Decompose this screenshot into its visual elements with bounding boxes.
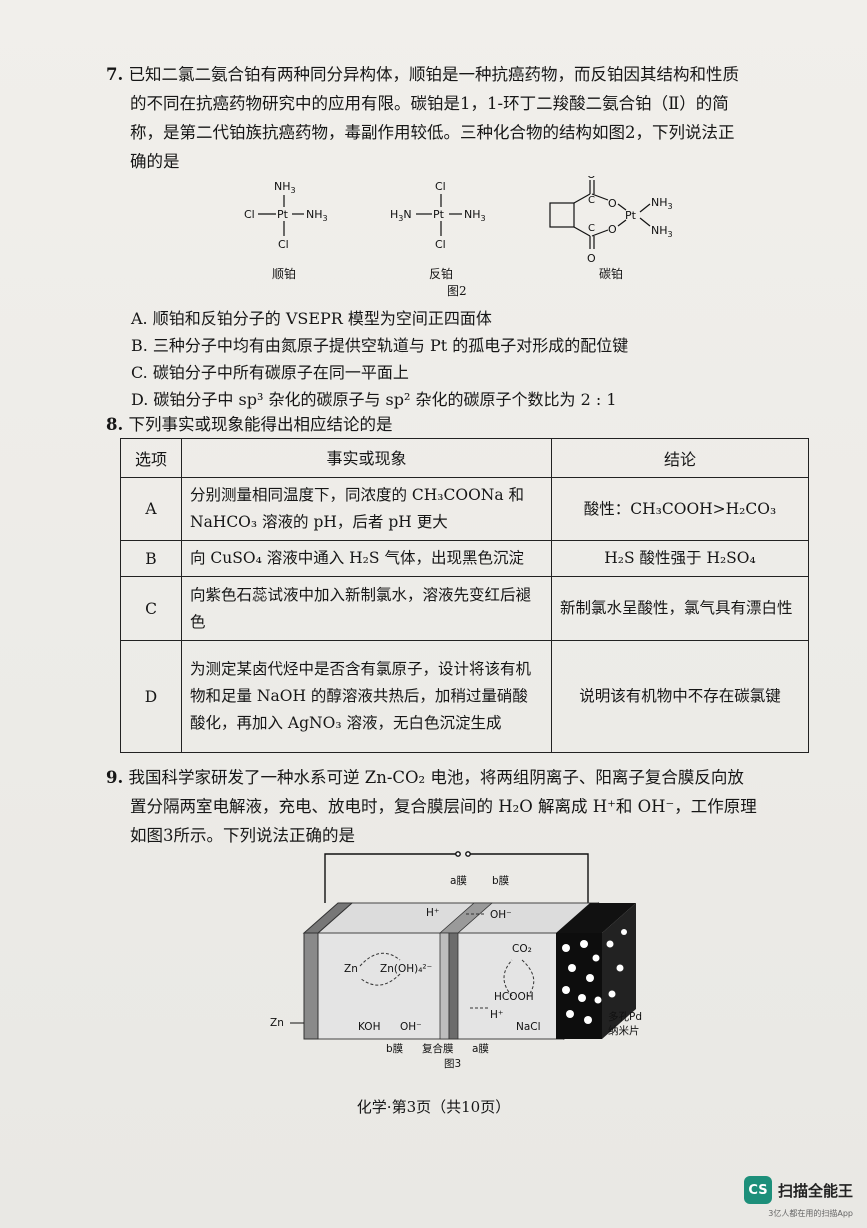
question-9-line-3: 如图3所示。下列说法正确的是 xyxy=(130,826,355,845)
question-7-stem: 7. 已知二氯二氨合铂有两种同分异构体，顺铂是一种抗癌药物，而反铂因其结构和性质… xyxy=(106,60,811,176)
row-conclusion: 新制氯水呈酸性，氯气具有漂白性 xyxy=(551,576,809,641)
question-8-text: 下列事实或现象能得出相应结论的是 xyxy=(128,415,393,434)
table-row: C 向紫色石蕊试液中加入新制氯水，溶液先变红后褪色 新制氯水呈酸性，氯气具有漂白… xyxy=(120,576,809,641)
svg-text:C: C xyxy=(588,223,595,234)
row-conclusion: 酸性：CH₃COOH>H₂CO₃ xyxy=(551,477,809,541)
row-fact: 向 CuSO₄ 溶液中通入 H₂S 气体，出现黑色沉淀 xyxy=(181,540,552,577)
question-9-stem: 9. 我国科学家研发了一种水系可逆 Zn-CO₂ 电池，将两组阴离子、阳离子复合… xyxy=(106,763,811,850)
b-membrane-bottom-label: b膜 xyxy=(386,1043,404,1055)
svg-text:O: O xyxy=(587,176,596,181)
svg-text:O: O xyxy=(608,223,617,236)
table-row: B 向 CuSO₄ 溶液中通入 H₂S 气体，出现黑色沉淀 H₂S 酸性强于 H… xyxy=(120,540,809,577)
table-header-conclusion: 结论 xyxy=(551,438,809,478)
oh-minus-top-label: OH⁻ xyxy=(490,909,512,921)
svg-text:Cl: Cl xyxy=(278,238,289,251)
table-header-fact: 事实或现象 xyxy=(181,438,552,478)
svg-text:NH3: NH3 xyxy=(306,208,328,223)
h-plus-top-label: H⁺ xyxy=(426,907,439,919)
oh-minus-bottom-label: OH⁻ xyxy=(400,1021,422,1033)
svg-text:NH3: NH3 xyxy=(651,196,673,211)
svg-text:Pt: Pt xyxy=(433,208,445,221)
row-option: D xyxy=(120,640,182,753)
question-7-line-3: 称，是第二代铂族抗癌药物，毒副作用较低。三种化合物的结构如图2，下列说法正 xyxy=(130,123,735,142)
question-8-number: 8. xyxy=(106,415,124,434)
koh-label: KOH xyxy=(358,1021,380,1033)
nacl-label: NaCl xyxy=(516,1021,541,1033)
svg-text:O: O xyxy=(608,197,617,210)
question-8-stem: 8. 下列事实或现象能得出相应结论的是 xyxy=(106,410,392,439)
external-circuit-wire xyxy=(324,851,589,903)
scanner-badge: CS 扫描全能王 xyxy=(743,1176,853,1204)
row-option: A xyxy=(120,477,182,541)
figure-3-battery-diagram: a膜 b膜 H⁺ OH⁻ Zn Zn(OH)₄²⁻ CO₂ HCOOH KOH … xyxy=(270,851,642,1070)
svg-text:O: O xyxy=(587,252,596,265)
row-fact: 为测定某卤代烃中是否含有氯原子，设计将该有机物和足量 NaOH 的醇溶液共热后，… xyxy=(181,640,552,753)
row-fact: 分别测量相同温度下，同浓度的 CH₃COONa 和 NaHCO₃ 溶液的 pH，… xyxy=(181,477,552,541)
question-9-line-2: 置分隔两室电解液，充电、放电时，复合膜层间的 H₂O 解离成 H⁺和 OH⁻，工… xyxy=(130,797,757,816)
svg-text:Cl: Cl xyxy=(435,180,446,193)
svg-text:NH3: NH3 xyxy=(651,224,673,239)
pd-label-line-2: 纳米片 xyxy=(608,1024,640,1037)
svg-text:Cl: Cl xyxy=(244,208,255,221)
question-7-line-4: 确的是 xyxy=(130,152,180,171)
question-9-number: 9. xyxy=(106,768,124,787)
transplatin-structure: Cl H3N Pt NH3 Cl xyxy=(390,180,486,251)
a-membrane-bottom-label: a膜 xyxy=(472,1043,489,1055)
row-conclusion: H₂S 酸性强于 H₂SO₄ xyxy=(551,540,809,577)
table-header-row: 选项 事实或现象 结论 xyxy=(120,438,809,478)
table-row: A 分别测量相同温度下，同浓度的 CH₃COONa 和 NaHCO₃ 溶液的 p… xyxy=(120,477,809,541)
table-header-option: 选项 xyxy=(120,438,182,478)
row-option: B xyxy=(120,540,182,577)
figure-3-caption: 图3 xyxy=(444,1058,461,1070)
hcooh-label: HCOOH xyxy=(494,991,534,1003)
svg-text:Pt: Pt xyxy=(625,209,637,222)
pd-label-line-1: 多孔Pd xyxy=(608,1010,642,1023)
cisplatin-label: 顺铂 xyxy=(272,267,297,281)
zincate-label: Zn(OH)₄²⁻ xyxy=(380,963,432,975)
question-7-number: 7. xyxy=(106,65,124,84)
row-conclusion: 说明该有机物中不存在碳氯键 xyxy=(551,640,809,753)
scanner-logo-icon: CS xyxy=(743,1176,772,1204)
question-7-line-2: 的不同在抗癌药物研究中的应用有限。碳铂是1，1-环丁二羧酸二氨合铂（Ⅱ）的简 xyxy=(130,94,729,113)
question-7-line-1: 已知二氯二氨合铂有两种同分异构体，顺铂是一种抗癌药物，而反铂因其结构和性质 xyxy=(128,65,739,84)
question-7-option-b: B. 三种分子中均有由氮原子提供空轨道与 Pt 的孤电子对形成的配位键 xyxy=(131,336,629,355)
transplatin-label: 反铂 xyxy=(429,267,454,281)
zn-electrode-label: Zn xyxy=(270,1017,284,1029)
row-option: C xyxy=(120,576,182,641)
svg-text:Pt: Pt xyxy=(277,208,289,221)
svg-text:Cl: Cl xyxy=(435,238,446,251)
svg-text:C: C xyxy=(588,195,595,206)
a-membrane-top-label: a膜 xyxy=(450,875,467,887)
question-7-option-c: C. 碳铂分子中所有碳原子在同一平面上 xyxy=(131,363,409,382)
scanner-tagline: 3亿人都在用的扫描App xyxy=(768,1209,853,1218)
carboplatin-structure: O O O O Pt NH3 NH3 C C xyxy=(549,176,673,265)
page-footer: 化学·第3页（共10页） xyxy=(356,1098,511,1116)
row-fact: 向紫色石蕊试液中加入新制氯水，溶液先变红后褪色 xyxy=(181,576,552,641)
table-row: D 为测定某卤代烃中是否含有氯原子，设计将该有机物和足量 NaOH 的醇溶液共热… xyxy=(120,640,809,753)
carboplatin-label: 碳铂 xyxy=(599,267,624,281)
cisplatin-structure: NH3 Cl Pt NH3 Cl xyxy=(244,180,328,251)
question-7-option-d: D. 碳铂分子中 sp³ 杂化的碳原子与 sp² 杂化的碳原子个数比为 2 : … xyxy=(131,390,617,409)
question-8-table: 选项 事实或现象 结论 A 分别测量相同温度下，同浓度的 CH₃COONa 和 … xyxy=(120,438,809,753)
h-plus-bottom-label: H⁺ xyxy=(490,1009,503,1021)
pd-nanosheet xyxy=(556,903,636,933)
composite-membrane-label: 复合膜 xyxy=(422,1042,454,1055)
svg-text:H3N: H3N xyxy=(390,208,412,223)
figure-2-structures: NH3 Cl Pt NH3 Cl Cl H3N Pt NH3 Cl xyxy=(244,176,673,265)
figure-2-caption: 图2 xyxy=(447,284,467,298)
question-7-option-a: A. 顺铂和反铂分子的 VSEPR 模型为空间正四面体 xyxy=(131,309,492,328)
zn-species-label: Zn xyxy=(344,963,358,975)
svg-text:NH3: NH3 xyxy=(464,208,486,223)
svg-text:NH3: NH3 xyxy=(274,180,296,195)
scanner-app-name: 扫描全能王 xyxy=(777,1181,853,1200)
question-9-line-1: 我国科学家研发了一种水系可逆 Zn-CO₂ 电池，将两组阴离子、阳离子复合膜反向… xyxy=(128,768,744,787)
b-membrane-top-label: b膜 xyxy=(492,875,510,887)
co2-label: CO₂ xyxy=(512,943,532,955)
